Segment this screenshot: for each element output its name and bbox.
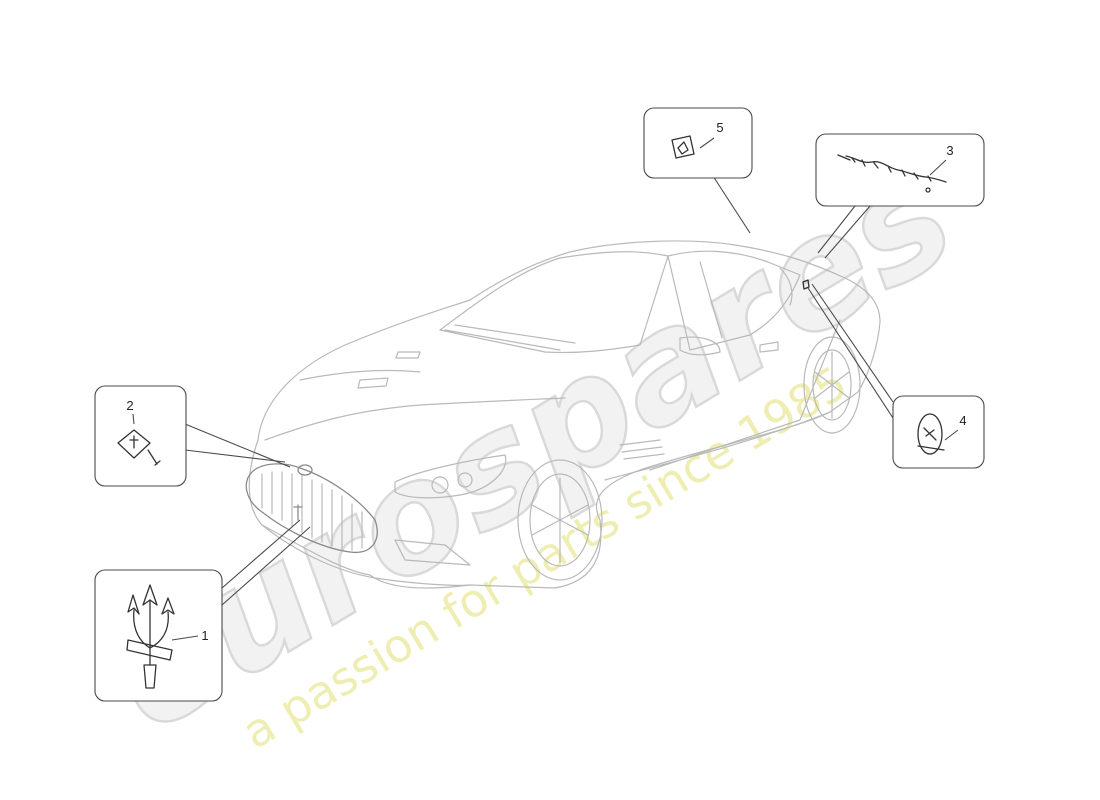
headlight-lens: [431, 476, 449, 494]
leader-3: [817, 205, 856, 254]
clip-body: [671, 135, 695, 159]
body-silhouette: [248, 240, 881, 589]
front-intake: [394, 539, 471, 566]
trident-base-bar: [126, 639, 173, 661]
callout-2[interactable]: 2: [94, 385, 187, 487]
callout-pointer: [929, 159, 947, 176]
rear-quarter-glass: [779, 267, 793, 306]
front-wheel: [517, 459, 603, 581]
callout-number: 1: [201, 628, 208, 643]
wiper: [444, 329, 561, 351]
car-outline: [245, 240, 881, 589]
side-window: [667, 250, 801, 351]
callout-pointer: [699, 137, 715, 149]
leader-3b: [824, 205, 871, 259]
callout-3[interactable]: 3: [815, 133, 985, 207]
sill-line: [604, 411, 831, 481]
leader-4: [807, 287, 894, 419]
lettering-clip: [925, 187, 931, 193]
callout-pointer: [944, 429, 959, 441]
trident-stud: [143, 664, 157, 689]
leader-lines: [184, 175, 894, 606]
headlight: [394, 454, 507, 499]
oval-badge-body: [917, 413, 943, 455]
grille-trident: [293, 504, 303, 521]
rear-rim: [812, 349, 852, 421]
rear-spokes: [814, 351, 850, 419]
callout-pointer: [132, 413, 135, 425]
oval-badge-icon: [917, 413, 945, 455]
badge-pin: [147, 449, 161, 466]
hood-crease: [299, 369, 421, 381]
door-line: [649, 319, 841, 471]
oval-badge-trident: [923, 427, 937, 441]
callout-5[interactable]: 5: [643, 107, 753, 179]
callout-pointer: [171, 635, 199, 641]
leader-4b: [811, 283, 894, 403]
callout-number: 3: [946, 143, 953, 158]
callout-1[interactable]: 1: [94, 569, 223, 702]
b-pillar: [699, 261, 723, 339]
door-handle: [759, 341, 779, 353]
windshield: [439, 251, 669, 354]
round-badge-icon: [117, 429, 161, 466]
trident-emblem-icon: [126, 584, 175, 689]
callout-frame: [892, 395, 985, 469]
hood-vent: [395, 351, 421, 359]
leader-1: [221, 519, 301, 589]
lettering-glyphs: [851, 157, 932, 182]
hood-vent: [357, 377, 389, 389]
script-lettering-icon: [837, 154, 947, 193]
trident-left-tip: [127, 594, 140, 615]
front-grille: [245, 463, 378, 553]
headlight-lens: [457, 472, 473, 488]
badge-body: [117, 429, 151, 459]
trident-left-prong: [133, 609, 151, 649]
trident-right-tip: [161, 597, 175, 615]
callout-number: 2: [126, 398, 133, 413]
callout-number: 5: [716, 120, 723, 135]
badge-trident: [129, 435, 139, 449]
clip-icon: [671, 135, 695, 159]
leader-2: [184, 423, 291, 468]
leader-2b: [184, 449, 286, 463]
front-bumper: [261, 524, 471, 586]
wiper: [454, 324, 576, 344]
rear-wheel: [803, 336, 861, 434]
lettering-stroke: [837, 154, 947, 183]
side-vents: [619, 439, 665, 460]
leader-1b: [221, 526, 311, 606]
oval-badge-pin: [917, 445, 945, 451]
callout-4[interactable]: 4: [892, 395, 985, 469]
grille-slats: [261, 471, 363, 551]
clip-inner: [677, 141, 689, 155]
hood-emblem: [297, 464, 313, 476]
callout-number: 4: [959, 413, 966, 428]
leader-5: [712, 175, 751, 234]
hood-edge: [264, 397, 566, 441]
side-mirror: [679, 336, 721, 356]
front-rim: [529, 473, 591, 567]
side-badge-mark: [802, 279, 810, 290]
front-spokes: [531, 477, 589, 563]
callout-frame: [94, 569, 223, 702]
callout-frame: [643, 107, 753, 179]
